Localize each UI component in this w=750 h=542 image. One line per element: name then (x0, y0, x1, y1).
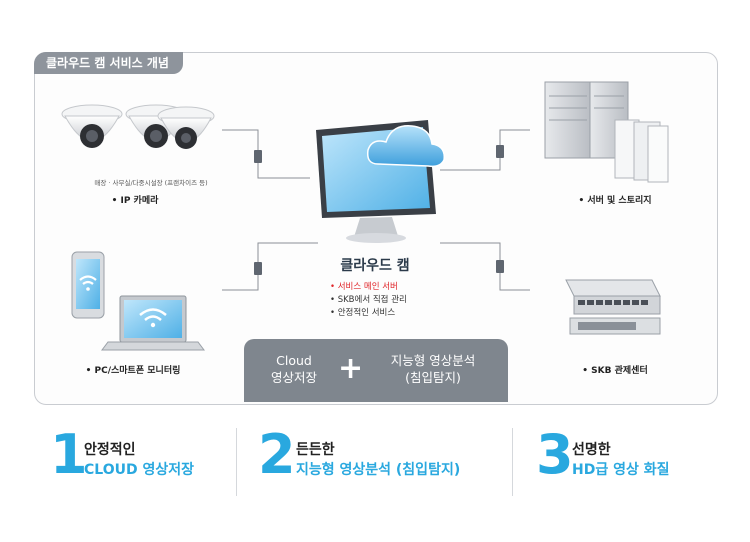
pc-smartphone-label: • PC/스마트폰 모니터링 (85, 366, 181, 376)
laptop-icon (101, 295, 205, 351)
feature-divider (512, 428, 513, 496)
feature-2-number: 2 (258, 423, 296, 486)
ip-camera-label: • IP 카메라 (111, 196, 159, 206)
connector-icon (254, 262, 262, 275)
feature-2-line2: 지능형 영상분석 (침입탐지) (296, 462, 461, 478)
cloud-storage-line2: 영상저장 (270, 370, 317, 385)
network-switch-icon (565, 279, 661, 335)
cloud-storage-line1: Cloud (276, 353, 312, 368)
server-icon (544, 81, 669, 183)
feature-3-line2: HD급 영상 화질 (572, 462, 670, 478)
dome-camera-icon (61, 104, 215, 149)
feature-3-line1: 선명한 (572, 442, 611, 458)
feature-1-line1: 안정적인 (84, 442, 136, 458)
ai-analysis-text: 지능형 영상분석 (침입탐지) (370, 352, 496, 386)
ip-camera-sublabel: 매장 · 사무실/다중시설장 (프랜차이즈 등) (94, 179, 208, 187)
smartphone-icon (71, 251, 105, 319)
feature-divider (236, 428, 237, 496)
feature-skb-managed: • SKB에서 직접 관리 (330, 295, 407, 305)
service-summary-bar (244, 339, 508, 402)
feature-main-server: • 서비스 메인 서버 (330, 282, 398, 292)
connector-icon (496, 145, 504, 158)
cloud-cam-title: 클라우드 캠 (340, 258, 410, 274)
plus-icon: + (338, 351, 364, 386)
wifi-icon (139, 308, 167, 321)
ai-analysis-line2: (침입탐지) (405, 370, 461, 385)
cloud-icon (366, 125, 445, 168)
skb-center-label: • SKB 관제센터 (582, 366, 648, 376)
ai-analysis-line1: 지능형 영상분석 (390, 353, 476, 368)
connector-icon (496, 260, 504, 273)
feature-stable-service: • 안정적인 서비스 (330, 308, 396, 318)
cloud-cam-features: • 서비스 메인 서버 • SKB에서 직접 관리 • 안정적인 서비스 (330, 281, 407, 320)
feature-2-line1: 든든한 (296, 442, 335, 458)
connector-icon (254, 150, 262, 163)
wifi-icon (79, 275, 97, 285)
feature-1-line2: CLOUD 영상저장 (84, 462, 194, 478)
server-storage-label: • 서버 및 스토리지 (578, 196, 652, 206)
panel-title: 클라우드 캠 서비스 개념 (34, 52, 183, 74)
feature-3-number: 3 (536, 423, 574, 486)
feature-1-number: 1 (50, 423, 88, 486)
cloud-storage-text: Cloud 영상저장 (258, 352, 330, 386)
